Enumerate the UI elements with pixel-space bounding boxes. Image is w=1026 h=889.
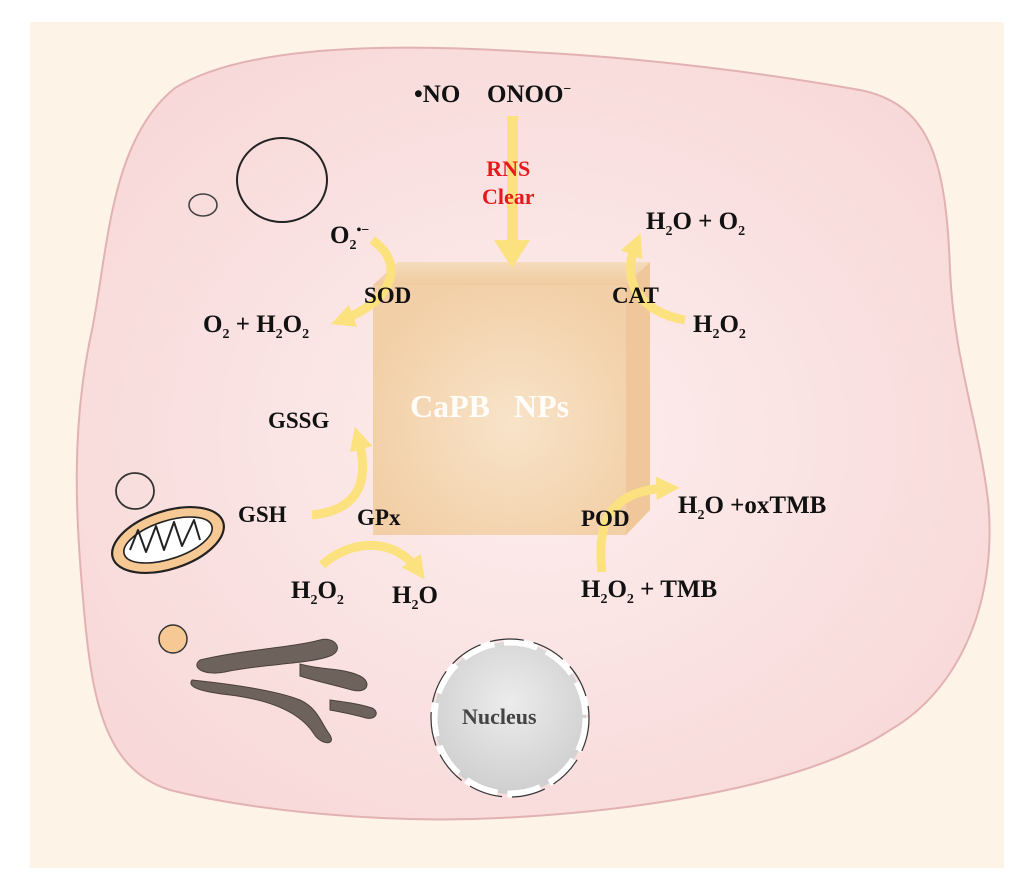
nucleus-icon bbox=[430, 638, 590, 798]
no-radical-label: •NO bbox=[414, 81, 461, 108]
mitochondrion-icon bbox=[111, 506, 225, 574]
nanoparticle-cube-icon bbox=[373, 262, 650, 535]
superoxide-label: O2•− bbox=[330, 222, 370, 253]
pod-arrow-icon bbox=[596, 476, 680, 573]
vesicle-icon bbox=[115, 472, 155, 510]
golgi-apparatus-icon bbox=[190, 638, 377, 744]
rns-clear-label: RNS Clear bbox=[482, 156, 535, 209]
sod-arrow-icon bbox=[331, 236, 396, 327]
gpx-product-label: H2O bbox=[392, 582, 438, 613]
nanoparticle-label: CaPB NPs bbox=[410, 388, 570, 424]
rns-arrow-icon bbox=[494, 116, 530, 268]
sod-label: SOD bbox=[364, 283, 412, 308]
sod-products-label: O2 + H2O2 bbox=[203, 311, 310, 342]
pod-label: POD bbox=[581, 506, 630, 531]
pod-substrate-label: H2O2 + TMB bbox=[581, 576, 718, 607]
gpx-substrate-label: H2O2 bbox=[291, 577, 344, 608]
nucleus-label: Nucleus bbox=[462, 704, 537, 729]
radical-dot: • bbox=[414, 81, 423, 108]
gpx-gsh-arrow-icon bbox=[311, 426, 373, 520]
cat-arrow-icon bbox=[620, 233, 686, 325]
vesicle-icon bbox=[188, 193, 218, 217]
vesicle-icon bbox=[158, 624, 188, 654]
gpx-h2o2-arrow-icon bbox=[318, 540, 425, 580]
gpx-label: GPx bbox=[357, 505, 401, 530]
vesicle-icon bbox=[236, 137, 328, 223]
cat-substrate-label: H2O2 bbox=[693, 311, 746, 342]
cat-products-label: H2O + O2 bbox=[646, 208, 746, 239]
gsh-label: GSH bbox=[238, 502, 287, 527]
cat-label: CAT bbox=[612, 283, 659, 308]
peroxynitrite-label: ONOO− bbox=[487, 81, 572, 108]
pod-products-label: H2O +oxTMB bbox=[678, 492, 827, 523]
gssg-label: GSSG bbox=[268, 408, 330, 433]
